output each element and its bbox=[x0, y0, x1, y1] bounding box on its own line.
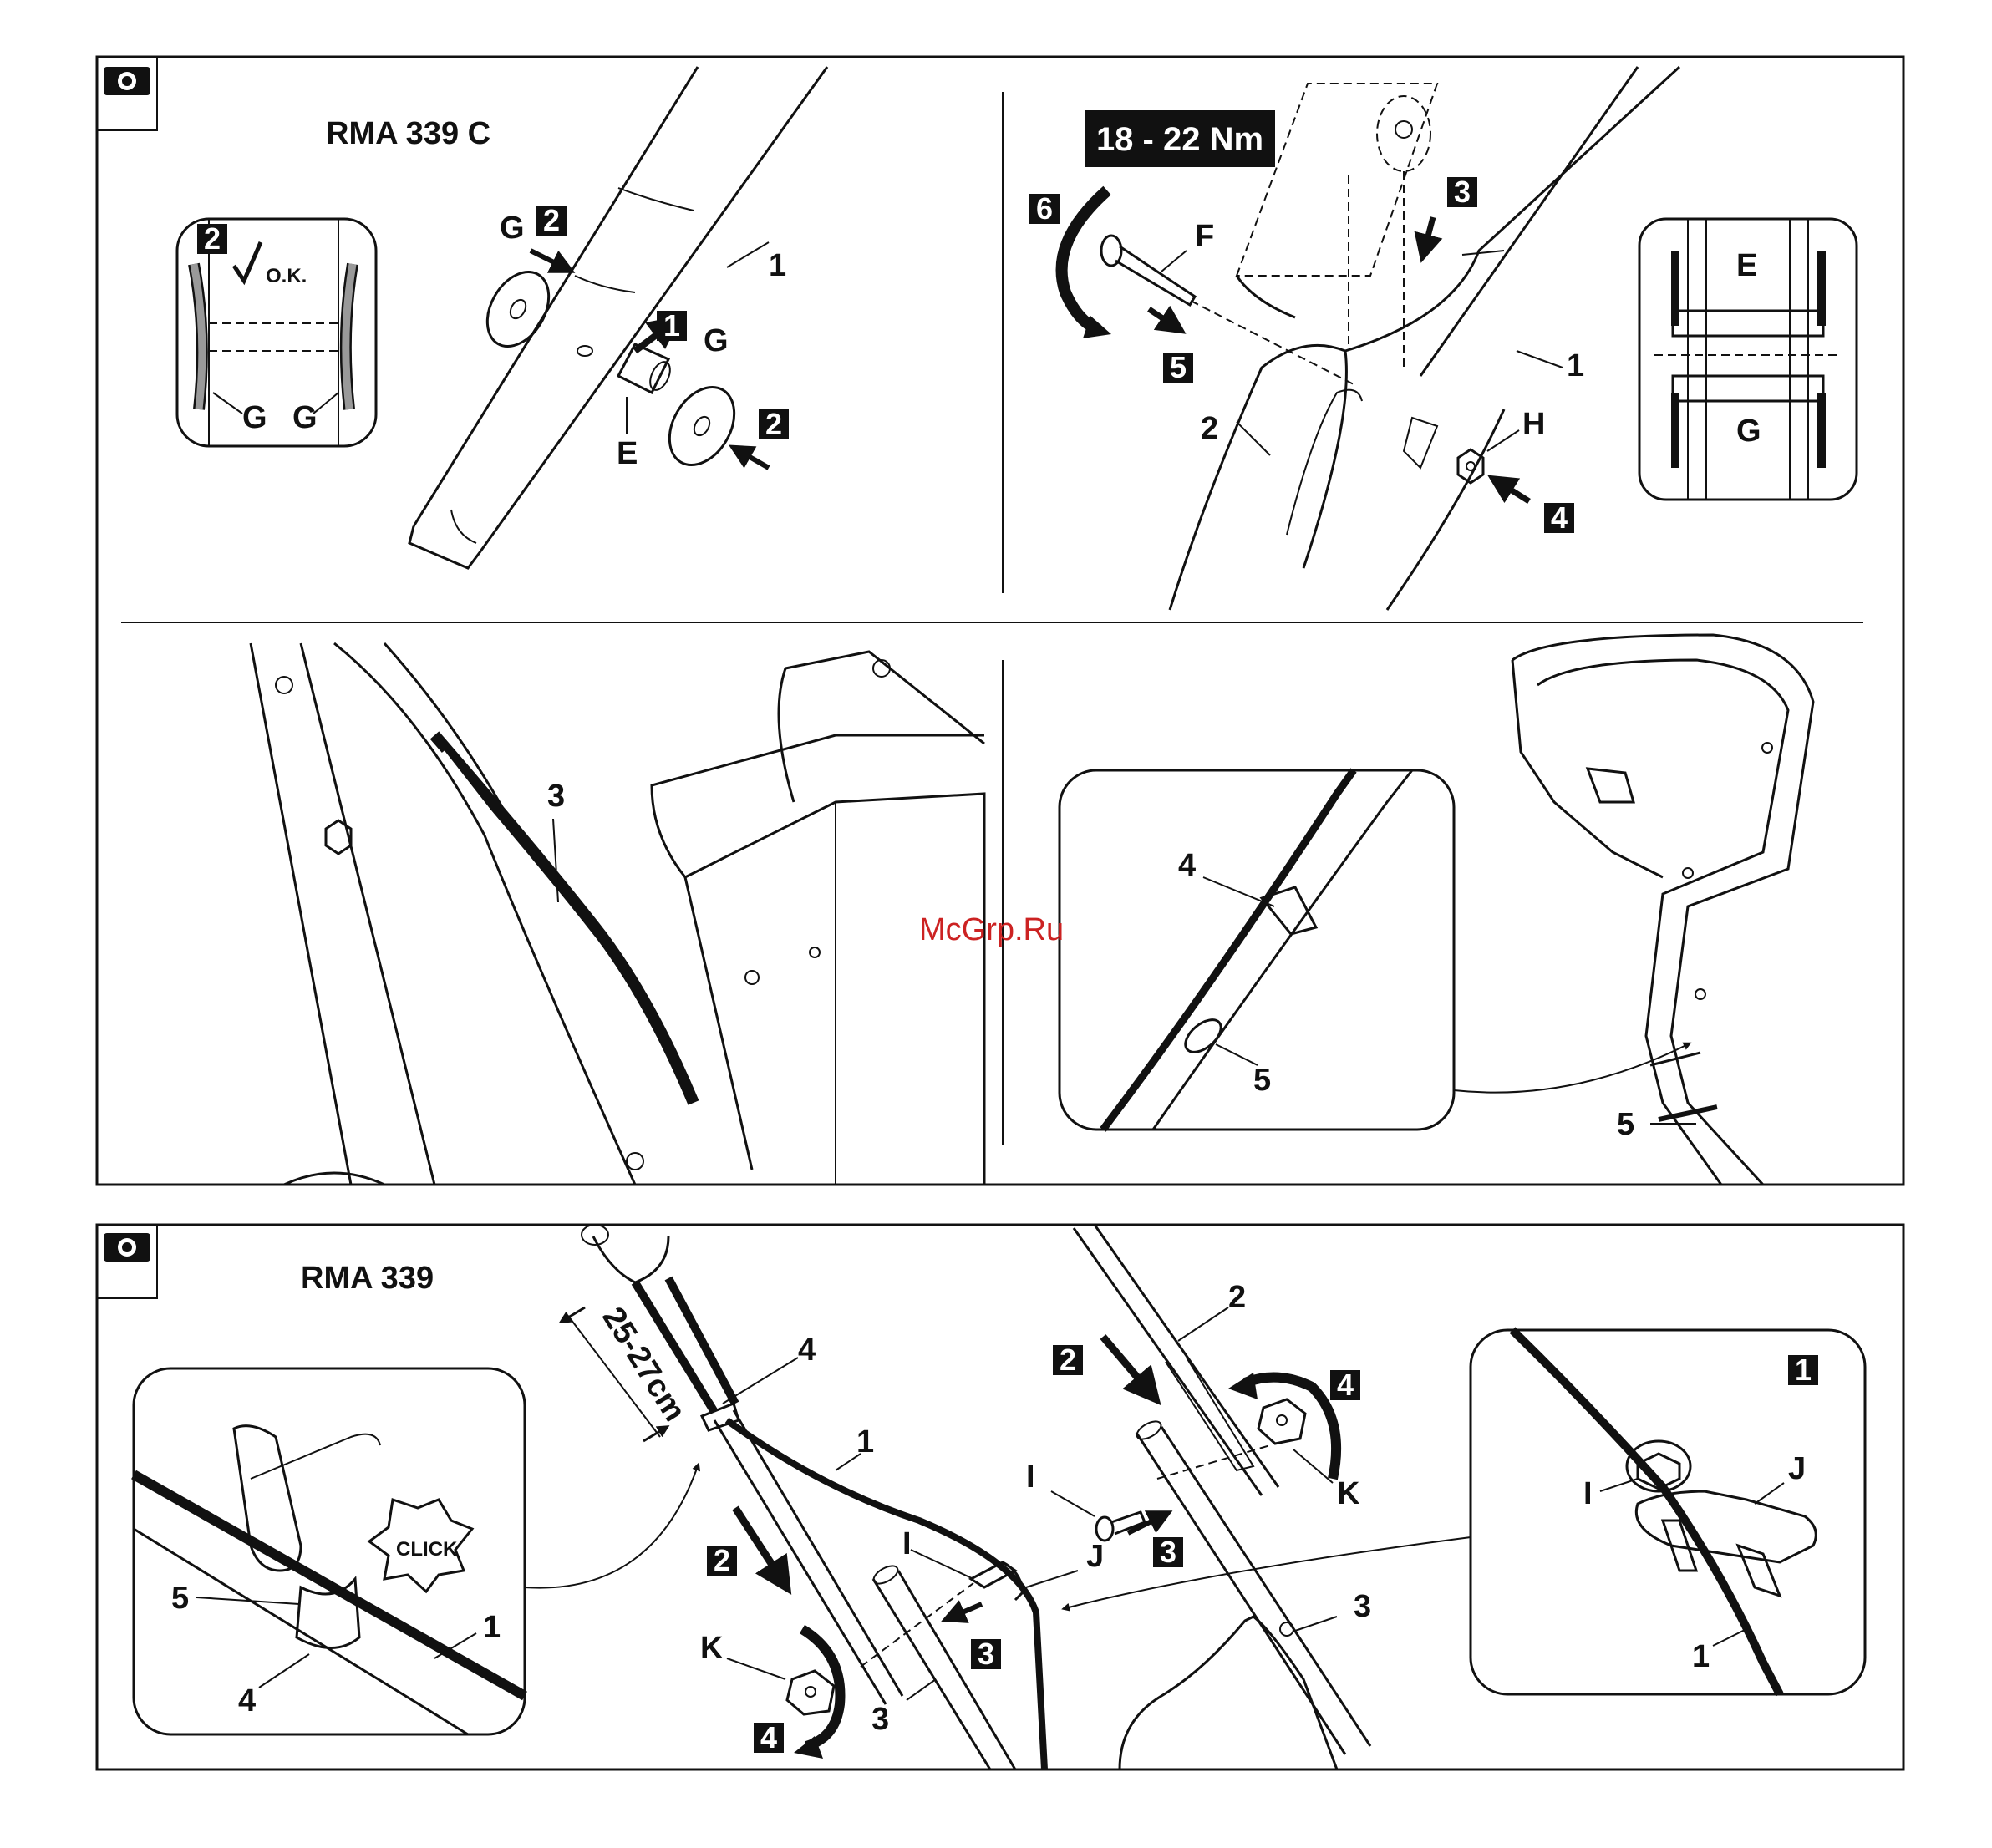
tube-2-right: 2 2 3 bbox=[1053, 1225, 1371, 1769]
svg-text:5: 5 bbox=[1617, 1107, 1634, 1142]
svg-text:2: 2 bbox=[765, 407, 782, 441]
svg-text:H: H bbox=[1522, 407, 1545, 442]
svg-text:1: 1 bbox=[483, 1610, 501, 1645]
svg-text:2: 2 bbox=[204, 221, 221, 256]
svg-text:1: 1 bbox=[1795, 1353, 1812, 1387]
click-inset: CLICK 5 4 1 bbox=[134, 1368, 698, 1734]
svg-text:I: I bbox=[902, 1526, 912, 1561]
knob-k-left: K 4 bbox=[700, 1629, 840, 1759]
svg-text:4: 4 bbox=[798, 1333, 816, 1368]
knob-k-right: K 4 bbox=[1228, 1368, 1360, 1511]
svg-text:G: G bbox=[1736, 414, 1761, 449]
svg-text:4: 4 bbox=[1551, 500, 1568, 535]
svg-text:E: E bbox=[617, 436, 638, 471]
svg-text:1: 1 bbox=[663, 308, 680, 343]
svg-text:1: 1 bbox=[1692, 1639, 1710, 1674]
distance-label: 25-27cm bbox=[595, 1302, 692, 1428]
svg-text:1: 1 bbox=[769, 248, 786, 283]
svg-text:5: 5 bbox=[171, 1581, 189, 1616]
svg-text:3: 3 bbox=[1454, 175, 1471, 209]
bolt-f: F 5 bbox=[1101, 219, 1354, 384]
svg-text:G: G bbox=[500, 211, 525, 246]
svg-text:2: 2 bbox=[543, 203, 560, 237]
svg-text:4: 4 bbox=[1178, 848, 1196, 883]
svg-text:5: 5 bbox=[1170, 350, 1187, 384]
clamp-inset: 1 I J 1 bbox=[1471, 1330, 1865, 1694]
handle-upper-right: 5 bbox=[1454, 635, 1813, 1185]
cross-section-inset: E G bbox=[1639, 219, 1857, 500]
torque-label: 18 - 22 Nm bbox=[1085, 110, 1275, 167]
camera-icon bbox=[97, 57, 157, 130]
model-title-top: RMA 339 C bbox=[326, 116, 490, 151]
washer-inset-ok: 2 O.K. G G bbox=[177, 219, 376, 446]
svg-text:I: I bbox=[1026, 1460, 1035, 1495]
bolt-i-right: I 3 bbox=[1026, 1460, 1183, 1569]
washer-g-lower: G 2 bbox=[657, 323, 789, 476]
svg-text:2: 2 bbox=[714, 1543, 730, 1577]
svg-text:2: 2 bbox=[1228, 1280, 1246, 1315]
handle-tube-bottom: 4 1 25-27cm 2 bbox=[564, 1225, 1044, 1769]
svg-text:4: 4 bbox=[238, 1683, 256, 1719]
svg-text:2: 2 bbox=[1060, 1343, 1076, 1377]
mower-cable-view: 3 bbox=[251, 643, 984, 1185]
svg-text:G: G bbox=[242, 400, 267, 435]
svg-text:F: F bbox=[1195, 219, 1214, 254]
ok-text: O.K. bbox=[266, 265, 307, 287]
svg-text:I: I bbox=[1583, 1476, 1593, 1511]
svg-text:G: G bbox=[704, 323, 729, 358]
top-panel-frame bbox=[97, 57, 1903, 1185]
svg-text:4: 4 bbox=[760, 1720, 777, 1754]
nut-h: H 4 bbox=[1458, 407, 1574, 535]
svg-text:J: J bbox=[1788, 1451, 1806, 1486]
svg-text:4: 4 bbox=[1337, 1368, 1354, 1402]
svg-text:E: E bbox=[1736, 248, 1757, 283]
svg-text:2: 2 bbox=[1201, 411, 1218, 446]
click-text: CLICK bbox=[396, 1538, 458, 1561]
svg-text:1: 1 bbox=[1567, 348, 1584, 383]
svg-text:3: 3 bbox=[872, 1702, 889, 1737]
washer-g-upper: G 2 bbox=[475, 203, 567, 358]
cable-clip-inset: 4 5 bbox=[1060, 770, 1454, 1130]
svg-text:3: 3 bbox=[1354, 1589, 1371, 1624]
spacer-e: E 1 bbox=[617, 308, 687, 471]
svg-text:6: 6 bbox=[1036, 191, 1053, 226]
svg-text:1: 1 bbox=[856, 1424, 874, 1460]
svg-text:18 - 22 Nm: 18 - 22 Nm bbox=[1096, 121, 1263, 158]
svg-text:3: 3 bbox=[978, 1637, 994, 1671]
bolt-i-clamp-j: I J 3 bbox=[902, 1526, 1471, 1671]
svg-text:5: 5 bbox=[1253, 1063, 1271, 1098]
camera-icon bbox=[97, 1225, 157, 1298]
svg-text:K: K bbox=[700, 1631, 724, 1666]
svg-text:J: J bbox=[1086, 1539, 1104, 1574]
rotate-arrow-step6: 6 bbox=[1029, 190, 1111, 338]
svg-text:G: G bbox=[292, 400, 318, 435]
svg-text:K: K bbox=[1337, 1476, 1360, 1511]
bottom-panel-frame bbox=[97, 1225, 1903, 1769]
model-title-bottom: RMA 339 bbox=[301, 1261, 434, 1296]
svg-text:3: 3 bbox=[1160, 1535, 1176, 1569]
watermark: McGrp.Ru bbox=[919, 912, 1064, 947]
svg-text:3: 3 bbox=[547, 779, 565, 814]
